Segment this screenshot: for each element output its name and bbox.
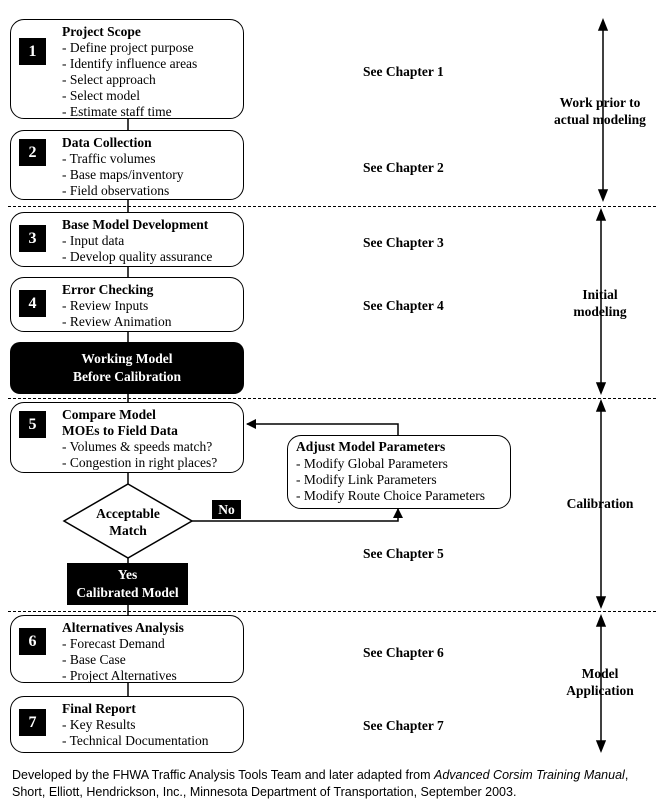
- working-model-line1: Working Model: [81, 351, 173, 366]
- adjust-items: - Modify Global Parameters - Modify Link…: [296, 456, 485, 504]
- feedback-arrow: [246, 419, 399, 435]
- step-2-box: 2 Data Collection - Traffic volumes - Ba…: [10, 130, 244, 200]
- step-item: - Volumes & speeds match?: [62, 439, 213, 454]
- phase-label-calibration: Calibration: [566, 496, 634, 511]
- step-items: - Traffic volumes - Base maps/inventory …: [62, 151, 183, 199]
- step-number: 3: [19, 225, 46, 252]
- caption-text: Developed by the FHWA Traffic Analysis T…: [12, 768, 434, 782]
- caption-title: Advanced Corsim Training Manual: [433, 768, 625, 782]
- chapter-ref: See Chapter 7: [363, 718, 444, 733]
- decision-diamond: [62, 483, 194, 559]
- no-path-arrow: [192, 508, 403, 522]
- step-item: - Identify influence areas: [62, 56, 198, 71]
- step-item: - Field observations: [62, 183, 170, 198]
- calibrated-model-box: Yes Calibrated Model: [67, 563, 188, 605]
- step-item: - Forecast Demand: [62, 636, 165, 651]
- decision-line2: Match: [109, 523, 147, 538]
- step-number: 1: [19, 38, 46, 65]
- caption-text: , Short, Elliott, Hendrickson, Inc., Min…: [12, 768, 629, 799]
- step-item: - Congestion in right places?: [62, 455, 218, 470]
- working-model-box: Working Model Before Calibration: [10, 342, 244, 394]
- phase-divider: [8, 611, 656, 612]
- step-number: 6: [19, 628, 46, 655]
- step-5-box: 5 Compare Model MOEs to Field Data - Vol…: [10, 402, 244, 473]
- step-items: - Volumes & speeds match? - Congestion i…: [62, 439, 217, 471]
- adjust-title: Adjust Model Parameters: [296, 439, 446, 454]
- chapter-ref: See Chapter 2: [363, 160, 444, 175]
- step-3-box: 3 Base Model Development - Input data - …: [10, 212, 244, 267]
- working-model-line2: Before Calibration: [72, 369, 182, 384]
- phase-label-application: Model Application: [566, 666, 634, 698]
- step-item: - Select approach: [62, 72, 156, 87]
- chapter-ref: See Chapter 1: [363, 64, 444, 79]
- step-number: 2: [19, 139, 46, 166]
- phase-arrow-initial: [595, 207, 607, 396]
- step-items: - Forecast Demand - Base Case - Project …: [62, 636, 177, 684]
- step-title: Alternatives Analysis: [62, 620, 184, 635]
- phase-arrow-work-prior: [597, 17, 609, 203]
- step-item: - Key Results: [62, 717, 136, 732]
- step-title: Project Scope: [62, 24, 141, 39]
- adjust-item: - Modify Link Parameters: [296, 472, 437, 487]
- step-item: - Base Case: [62, 652, 126, 667]
- no-label: No: [212, 500, 241, 519]
- step-item: - Review Inputs: [62, 298, 149, 313]
- step-title: Final Report: [62, 701, 136, 716]
- step-title-line2: MOEs to Field Data: [62, 423, 178, 438]
- step-item: - Technical Documentation: [62, 733, 209, 748]
- step-title-line1: Compare Model: [62, 407, 156, 422]
- phase-divider: [8, 398, 656, 399]
- step-item: - Base maps/inventory: [62, 167, 184, 182]
- step-item: - Develop quality assurance: [62, 249, 213, 264]
- step-item: - Define project purpose: [62, 40, 194, 55]
- adjust-item: - Modify Global Parameters: [296, 456, 448, 471]
- step-number: 5: [19, 411, 46, 438]
- step-items: - Define project purpose - Identify infl…: [62, 40, 197, 120]
- step-item: - Input data: [62, 233, 125, 248]
- step-title: Compare Model MOEs to Field Data: [62, 407, 178, 439]
- adjust-item: - Modify Route Choice Parameters: [296, 488, 485, 503]
- chapter-ref: See Chapter 5: [363, 546, 444, 561]
- chapter-ref: See Chapter 3: [363, 235, 444, 250]
- step-title: Error Checking: [62, 282, 154, 297]
- chapter-ref: See Chapter 4: [363, 298, 444, 313]
- step-item: - Review Animation: [62, 314, 172, 329]
- step-items: - Key Results - Technical Documentation: [62, 717, 209, 749]
- step-item: - Select model: [62, 88, 140, 103]
- phase-divider: [8, 206, 656, 207]
- decision-line1: Acceptable: [96, 506, 160, 521]
- step-item: - Project Alternatives: [62, 668, 177, 683]
- step-items: - Review Inputs - Review Animation: [62, 298, 171, 330]
- step-1-box: 1 Project Scope - Define project purpose…: [10, 19, 244, 119]
- chapter-ref: See Chapter 6: [363, 645, 444, 660]
- step-number: 4: [19, 290, 46, 317]
- step-number: 7: [19, 709, 46, 736]
- step-title: Data Collection: [62, 135, 152, 150]
- phase-arrow-application: [595, 613, 607, 754]
- phase-label-initial: Initial modeling: [573, 287, 627, 319]
- phase-label-work-prior: Work prior to actual modeling: [554, 95, 646, 127]
- source-caption: Developed by the FHWA Traffic Analysis T…: [12, 767, 652, 801]
- step-4-box: 4 Error Checking - Review Inputs - Revie…: [10, 277, 244, 332]
- phase-arrow-calibration: [595, 398, 607, 610]
- step-item: - Estimate staff time: [62, 104, 172, 119]
- decision-label: Acceptable Match: [78, 505, 178, 539]
- step-items: - Input data - Develop quality assurance: [62, 233, 212, 265]
- adjust-parameters-box: Adjust Model Parameters - Modify Global …: [287, 435, 511, 509]
- step-7-box: 7 Final Report - Key Results - Technical…: [10, 696, 244, 753]
- calibrated-line1: Yes: [117, 567, 138, 582]
- step-6-box: 6 Alternatives Analysis - Forecast Deman…: [10, 615, 244, 683]
- step-title: Base Model Development: [62, 217, 209, 232]
- calibrated-line2: Calibrated Model: [76, 585, 179, 600]
- step-item: - Traffic volumes: [62, 151, 156, 166]
